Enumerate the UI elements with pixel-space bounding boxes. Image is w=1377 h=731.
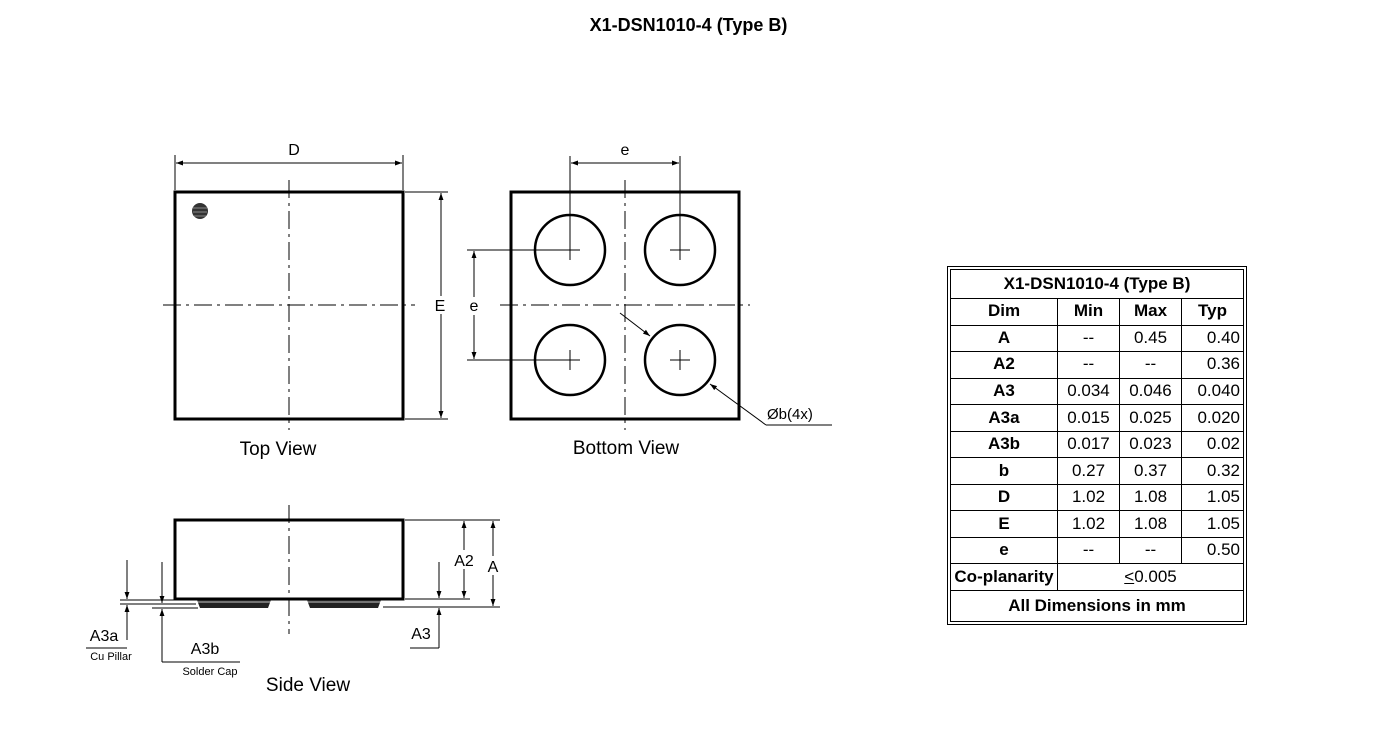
table-cell: 1.08: [1119, 483, 1182, 512]
table-cell: --: [1057, 536, 1120, 565]
table-cell: 0.32: [1181, 457, 1244, 485]
table-row: A3 0.034 0.046 0.040: [950, 377, 1244, 406]
table-cell: D: [950, 483, 1058, 512]
dim-pitch-h-label: e: [621, 142, 630, 159]
pin1-marker: [192, 203, 208, 219]
table-cell: 0.40: [1181, 324, 1244, 353]
solder-ball: [643, 323, 717, 397]
dimension-table: X1-DSN1010-4 (Type B) Dim Min Max Typ A …: [947, 266, 1247, 625]
table-header: Max: [1119, 298, 1182, 326]
dim-e-label: E: [435, 298, 446, 315]
page-title: X1-DSN1010-4 (Type B): [589, 15, 788, 35]
bottom-view-caption: Bottom View: [573, 438, 680, 459]
table-cell: A3: [950, 377, 1058, 406]
table-cell: 0.50: [1181, 536, 1244, 565]
dim-a2-label: A2: [454, 553, 474, 570]
dim-d-label: D: [288, 142, 300, 159]
table-cell: A: [950, 324, 1058, 353]
table-footer: All Dimensions in mm: [950, 590, 1244, 622]
table-cell: A2: [950, 351, 1058, 379]
top-view: D E Top View: [163, 142, 448, 460]
table-row: b 0.27 0.37 0.32: [950, 457, 1244, 485]
table-cell: 0.36: [1181, 351, 1244, 379]
table-row: A3b 0.017 0.023 0.02: [950, 430, 1244, 459]
table-row: A3a 0.015 0.025 0.020: [950, 404, 1244, 432]
table-cell: --: [1057, 351, 1120, 379]
ball-callout-label: Øb(4x): [767, 406, 813, 423]
table-cell: 0.023: [1119, 430, 1182, 459]
dim-a-label: A: [488, 559, 499, 576]
side-view: A2 A A3 A3a Cu Pillar A3b Solder Cap Sid…: [86, 505, 502, 696]
table-cell: 1.08: [1119, 510, 1182, 538]
table-cell: 1.05: [1181, 510, 1244, 538]
coplanarity-label: Co-planarity: [950, 563, 1058, 591]
table-title: X1-DSN1010-4 (Type B): [950, 269, 1244, 299]
dim-a3-label: A3: [411, 626, 431, 643]
table-cell: 0.025: [1119, 404, 1182, 432]
dim-a3a-label: A3a: [90, 628, 119, 645]
side-view-caption: Side View: [266, 675, 350, 696]
table-cell: 0.015: [1057, 404, 1120, 432]
table-cell: A3a: [950, 404, 1058, 432]
table-cell: 0.017: [1057, 430, 1120, 459]
table-header: Dim: [950, 298, 1058, 326]
ball-callout-leader: [709, 383, 767, 426]
table-header: Min: [1057, 298, 1120, 326]
table-cell: b: [950, 457, 1058, 485]
coplanarity-value: <0.005: [1057, 563, 1244, 591]
table-cell: 0.020: [1181, 404, 1244, 432]
table-row: D 1.02 1.08 1.05: [950, 483, 1244, 512]
table-cell: 0.040: [1181, 377, 1244, 406]
table-header: Typ: [1181, 298, 1244, 326]
table-cell: 1.02: [1057, 510, 1120, 538]
table-row: A -- 0.45 0.40: [950, 324, 1244, 353]
table-cell: 1.02: [1057, 483, 1120, 512]
table-cell: 0.02: [1181, 430, 1244, 459]
table-row: A2 -- -- 0.36: [950, 351, 1244, 379]
table-cell: 0.046: [1119, 377, 1182, 406]
table-cell: --: [1057, 324, 1120, 353]
cu-pillar-pad: [197, 600, 271, 608]
table-cell: e: [950, 536, 1058, 565]
table-row: e -- -- 0.50: [950, 536, 1244, 565]
coplanarity-row: Co-planarity <0.005: [950, 563, 1244, 591]
table-cell: 0.45: [1119, 324, 1182, 353]
table-cell: --: [1119, 351, 1182, 379]
table-cell: 0.27: [1057, 457, 1120, 485]
dim-a3b-note: Solder Cap: [182, 666, 237, 678]
dim-pitch-v-label: e: [470, 298, 479, 315]
table-cell: 0.37: [1119, 457, 1182, 485]
table-cell: 1.05: [1181, 483, 1244, 512]
top-view-caption: Top View: [240, 439, 317, 460]
dim-a3a-note: Cu Pillar: [90, 651, 132, 663]
dim-a3b-label: A3b: [191, 641, 220, 658]
table-cell: 0.034: [1057, 377, 1120, 406]
table-row: E 1.02 1.08 1.05: [950, 510, 1244, 538]
table-cell: E: [950, 510, 1058, 538]
cu-pillar-pad: [307, 600, 381, 608]
table-cell: A3b: [950, 430, 1058, 459]
bottom-view: e e Øb(4x) Bottom View: [466, 142, 832, 459]
table-cell: --: [1119, 536, 1182, 565]
